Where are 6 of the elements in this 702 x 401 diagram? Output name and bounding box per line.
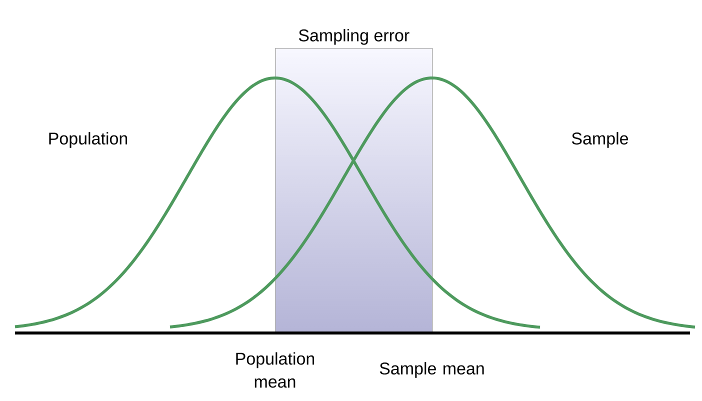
axis-label: Population mean bbox=[236, 352, 314, 388]
axis-label: Sample bbox=[572, 132, 628, 148]
axis-label: Population bbox=[49, 132, 128, 148]
shaded-box: Sampling error bbox=[275, 28, 433, 333]
node-label: Sampling error bbox=[298, 28, 410, 45]
axis-label: Sample mean bbox=[380, 362, 484, 378]
